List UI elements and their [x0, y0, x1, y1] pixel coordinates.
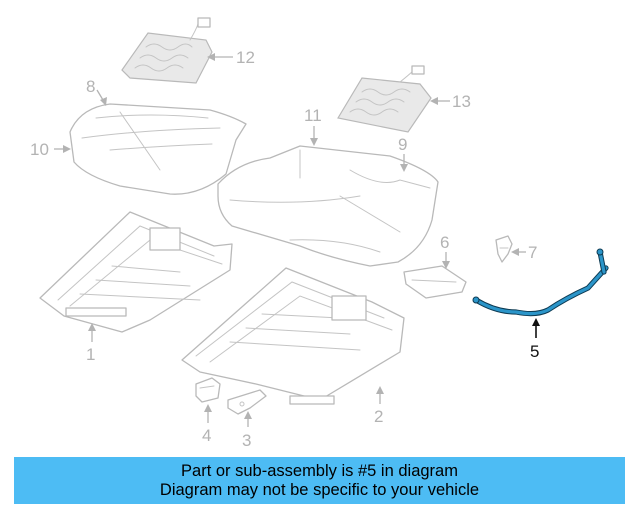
arrow-13: [430, 97, 438, 105]
arrow-9: [400, 164, 408, 172]
arrow-12: [207, 53, 215, 61]
callout-8: 8: [86, 77, 95, 96]
arrow-1: [88, 323, 96, 331]
leader-8: [96, 89, 104, 101]
callout-12: 12: [236, 48, 255, 67]
part-12-heater-mat: [121, 17, 213, 84]
arrow-7: [511, 248, 519, 256]
part-3-bracket: [227, 389, 267, 415]
callout-2: 2: [374, 407, 383, 426]
arrow-5: [532, 318, 540, 326]
part-4-bracket: [195, 377, 221, 403]
callout-11: 11: [304, 106, 322, 125]
part-7-clip: [495, 235, 513, 263]
callout-10: 10: [30, 140, 49, 159]
arrow-10: [63, 145, 71, 153]
callout-9: 9: [398, 135, 407, 154]
part-2-seat-track: [181, 267, 405, 405]
banner-line-1: Part or sub-assembly is #5 in diagram: [181, 461, 458, 480]
callout-1: 1: [86, 345, 95, 364]
part-1-seat-track: [39, 211, 233, 333]
callout-7: 7: [528, 243, 537, 262]
callout-6: 6: [440, 233, 449, 252]
callout-5: 5: [530, 342, 539, 361]
part-9-seat-cushion: [217, 145, 439, 267]
info-banner: Part or sub-assembly is #5 in diagram Di…: [14, 457, 625, 504]
arrow-4: [204, 404, 212, 412]
part-6-switch: [403, 265, 467, 299]
part-10-cushion-pad: [69, 103, 247, 195]
callout-4: 4: [202, 426, 211, 445]
callout-13: 13: [452, 92, 471, 111]
banner-line-2: Diagram may not be specific to your vehi…: [159, 480, 480, 499]
part-5-cable: [472, 248, 609, 317]
arrow-8: [100, 97, 107, 106]
callout-3: 3: [242, 431, 251, 450]
part-13-heater-mat: [337, 65, 432, 133]
parts-diagram: 12 13 10 8 11 9: [30, 17, 609, 450]
arrow-3: [244, 411, 252, 419]
arrow-2: [376, 386, 384, 394]
arrow-6: [442, 261, 450, 269]
arrow-11: [310, 138, 318, 146]
